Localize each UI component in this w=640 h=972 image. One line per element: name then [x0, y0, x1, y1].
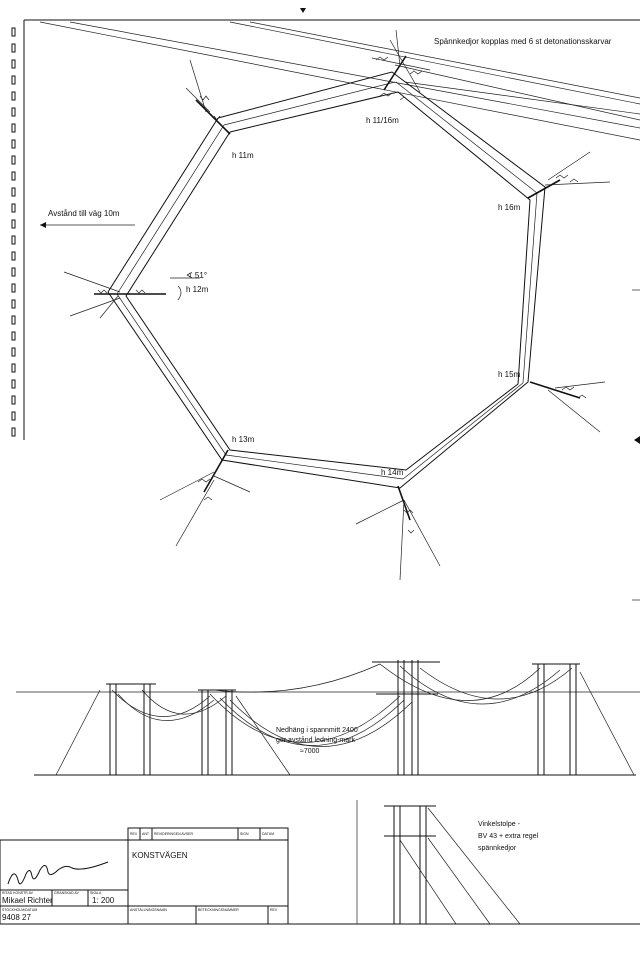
angle-arc [170, 277, 200, 301]
binding-strip [11, 27, 16, 437]
height-label-11-16: h 11/16m [366, 116, 399, 125]
height-label-11: h 11m [232, 151, 254, 160]
sag-note-line-3: ≈7000 [300, 748, 320, 755]
top-marker-icon [300, 8, 306, 13]
detail-note-3: spännkedjor [478, 845, 517, 852]
pole-node-right-upper [527, 151, 611, 199]
detail-note-1: Vinkelstolpe - [478, 821, 521, 828]
bottom-header-3: REV [270, 908, 278, 912]
rev-header-description: REVIDERINGEN AVSER [154, 832, 194, 836]
designer-name: Mikael Richter [2, 896, 53, 905]
height-label-12: h 12m [186, 285, 209, 294]
rev-header-sign: SIGN [240, 832, 249, 836]
road-distance-label: Avstånd till väg 10m [48, 209, 120, 218]
corner-pole-detail: Vinkelstolpe - BV 43 + extra regel spänn… [356, 800, 539, 925]
side-marker-icon [634, 436, 640, 444]
sag-note-line-2: ger avstånd ledning-mark [276, 736, 355, 744]
height-label-15: h 15m [498, 370, 521, 379]
elevation-pole-4 [532, 663, 635, 776]
height-label-13: h 13m [232, 435, 255, 444]
pole-node-right-lower [529, 381, 606, 433]
road-distance-dimension [40, 222, 135, 228]
sag-note: Nedhäng i spannmitt 2400 ger avstånd led… [276, 727, 358, 755]
sheet-frame [0, 8, 640, 925]
angle-label: ∢ 51° [186, 271, 207, 280]
elevation-pole-3 [372, 660, 440, 775]
pole-node-left [63, 271, 166, 319]
spannkedjor-note: Spännkedjor kopplas med 6 st detonations… [434, 37, 612, 46]
drawing-title: KONSTVÄGEN [132, 851, 188, 860]
through-lines [39, 21, 640, 141]
rev-header-ant: ANT [142, 832, 150, 836]
rev-header-rev: REV [130, 832, 138, 836]
height-label-14: h 14m [381, 468, 404, 477]
sag-note-line-1: Nedhäng i spannmitt 2400 [276, 727, 358, 734]
scale-header: SKALA [90, 891, 102, 895]
rev-header-date: DATUM [262, 832, 274, 836]
plan-view: Spännkedjor kopplas med 6 st detonations… [39, 21, 640, 581]
pole-node-upper-left [185, 59, 231, 135]
pole-node-bottom [355, 485, 441, 581]
pole-node-bottom-left [159, 449, 251, 547]
designer-header: RITAD KONSTR AV [2, 891, 34, 895]
elevation-view: Nedhäng i spannmitt 2400 ger avstånd led… [16, 660, 640, 776]
signature [7, 861, 109, 885]
scale-value: 1: 200 [92, 896, 115, 905]
place-date-header: STOCKHOLM/DATUM [2, 908, 37, 912]
pole-node-top [371, 29, 431, 101]
line-loop [107, 71, 546, 489]
checked-header: GRANSKAD AV [54, 891, 79, 895]
drawing-date: 9408 27 [2, 913, 31, 922]
title-block: REV ANT REVIDERINGEN AVSER SIGN DATUM KO… [0, 827, 289, 925]
detail-note-2: BV 43 + extra regel [478, 833, 539, 840]
bottom-header-2: BETECKNINGSNUMMER [198, 908, 239, 912]
height-label-16: h 16m [498, 203, 521, 212]
conductors [111, 663, 573, 747]
elevation-pole-1 [55, 683, 156, 776]
bottom-header-1: ANSTÄLLNINGSNAMN [130, 908, 167, 912]
